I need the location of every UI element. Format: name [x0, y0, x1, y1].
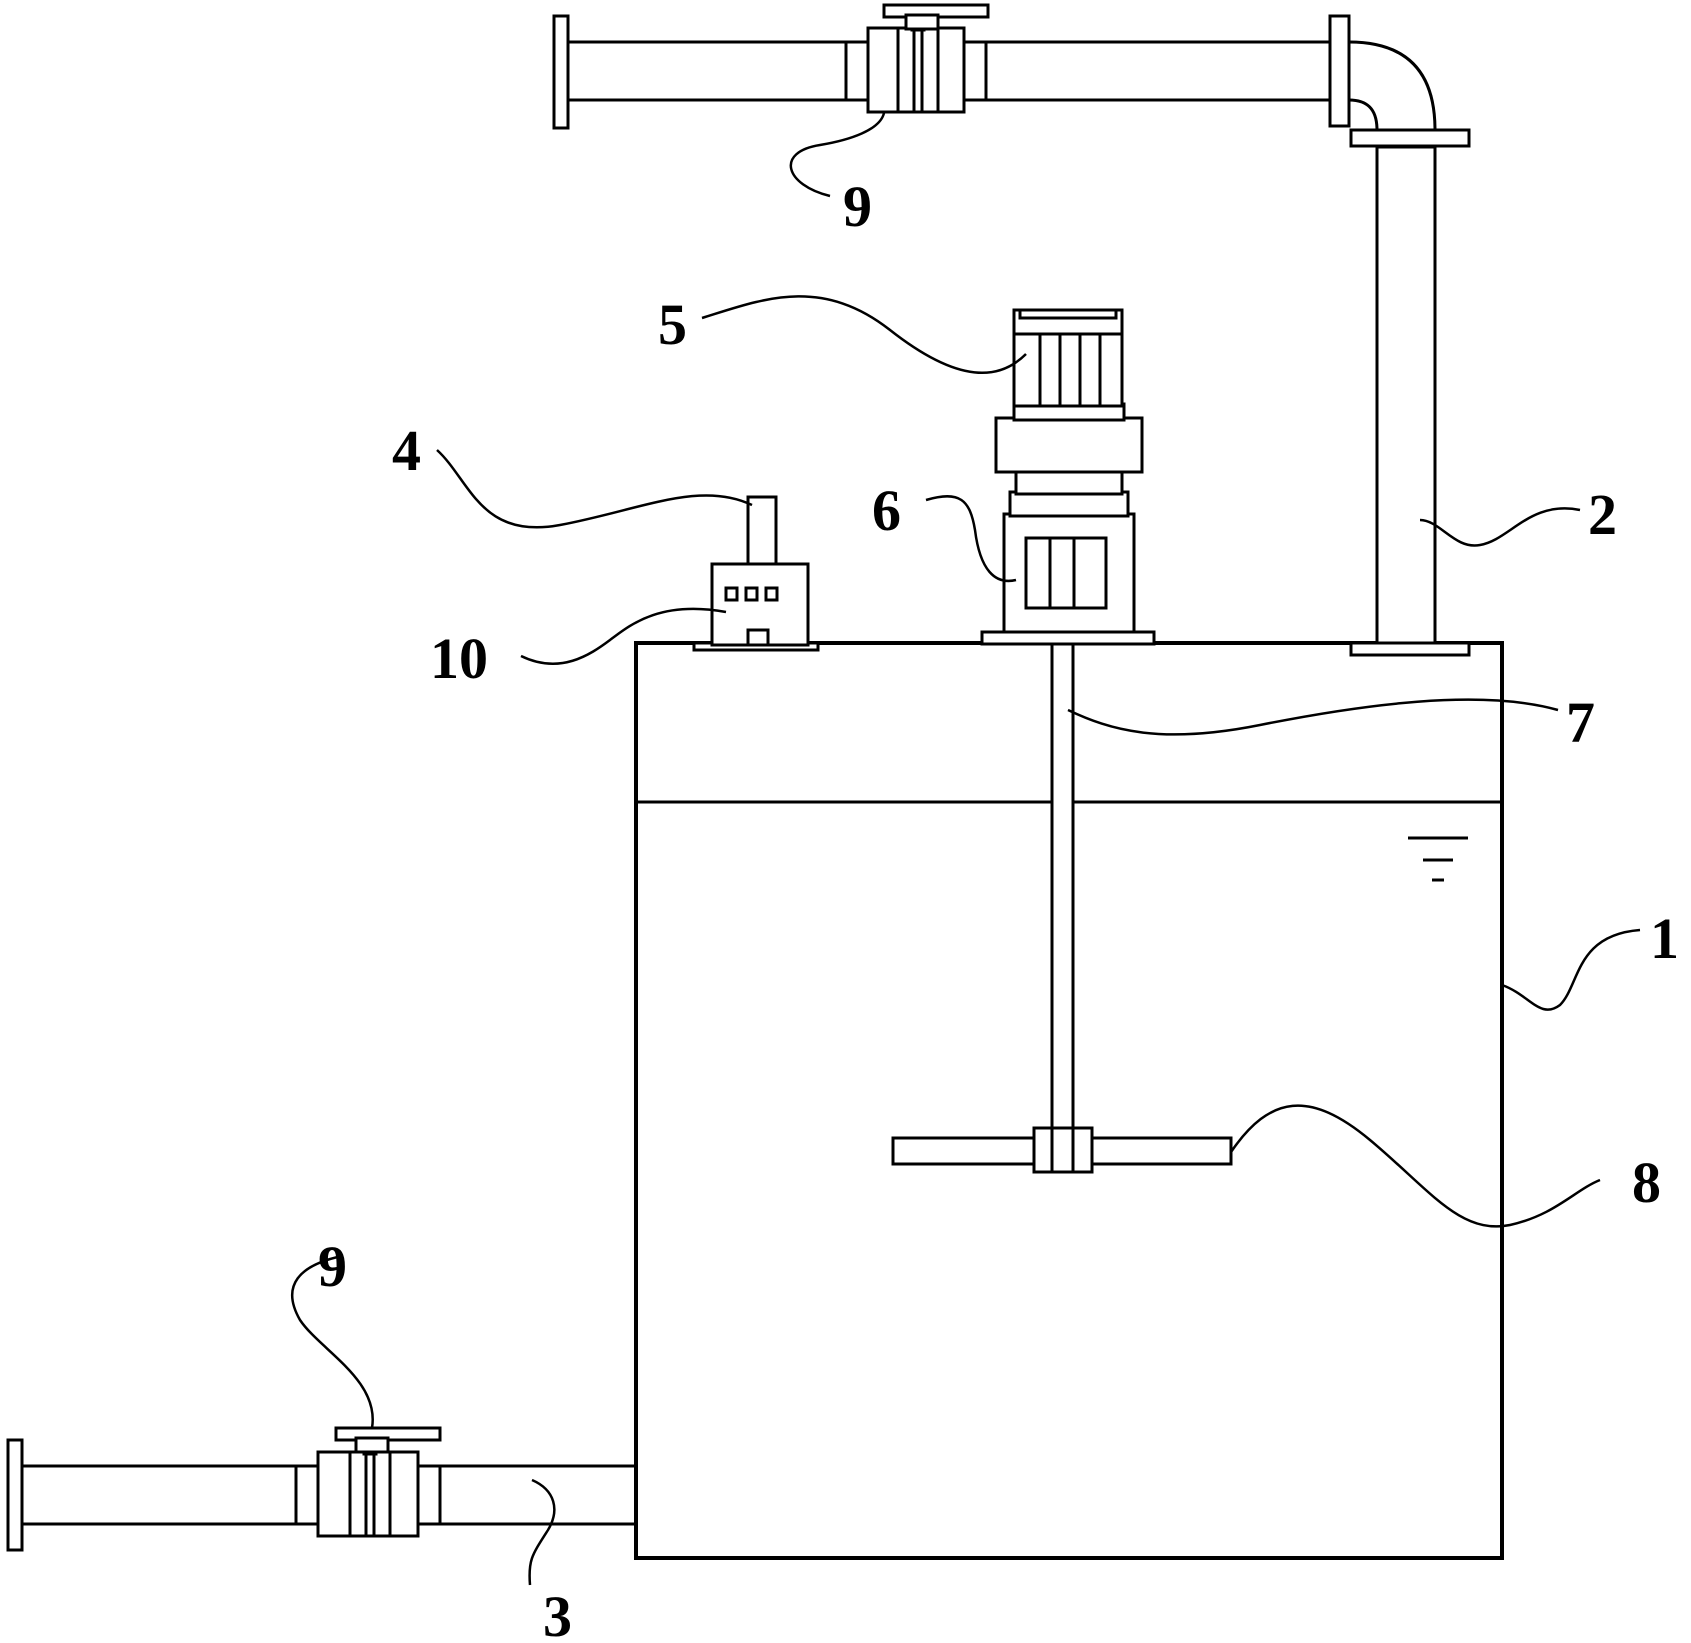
motor-reducer-assembly [980, 308, 1156, 646]
leader-5 [701, 295, 1027, 374]
label-9-bottom: 9 [318, 1234, 347, 1299]
label-3: 3 [543, 1584, 572, 1643]
leader-8 [1229, 1104, 1601, 1228]
stirring-shaft [1050, 642, 1075, 1136]
label-5: 5 [658, 292, 687, 357]
reference-labels: 1 2 3 4 5 6 7 8 9 9 10 [318, 174, 1679, 1643]
leader-9-top [789, 112, 886, 198]
valve-top [844, 3, 990, 114]
label-1: 1 [1650, 906, 1679, 971]
leader-10 [520, 607, 727, 665]
label-2: 2 [1588, 482, 1617, 547]
leader-9-bottom [290, 1254, 374, 1429]
leader-2 [1419, 507, 1581, 547]
label-4: 4 [392, 418, 421, 483]
leader-1 [1501, 928, 1641, 1011]
impeller [891, 1126, 1233, 1174]
leader-4 [436, 449, 753, 529]
leader-7 [1067, 698, 1559, 736]
label-8: 8 [1632, 1150, 1661, 1215]
label-9-top: 9 [843, 174, 872, 239]
outlet-pipe-top [552, 14, 1471, 657]
label-7: 7 [1566, 690, 1595, 755]
label-10: 10 [430, 626, 488, 691]
water-level-symbol [1408, 836, 1468, 882]
label-6: 6 [872, 478, 901, 543]
leader-lines [290, 112, 1641, 1586]
control-box-unit [692, 495, 820, 652]
leader-3 [528, 1478, 556, 1586]
leader-6 [925, 495, 1017, 583]
valve-bottom [294, 1426, 442, 1538]
